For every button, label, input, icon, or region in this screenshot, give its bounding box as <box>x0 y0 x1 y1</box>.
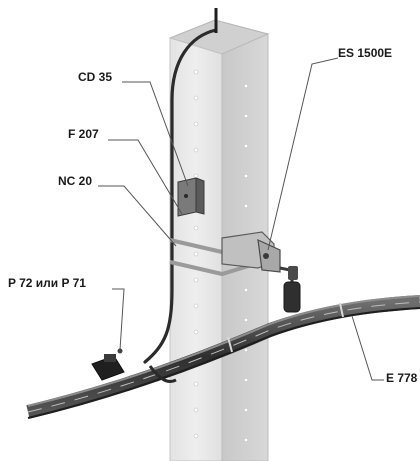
drop-cable <box>148 365 177 383</box>
label-es1500e: ES 1500E <box>338 46 393 60</box>
label-cd35: CD 35 <box>78 70 113 84</box>
leader-e778 <box>351 315 384 381</box>
leader-p72 <box>112 288 125 351</box>
junction-box-cd35 <box>177 177 205 217</box>
leader-es1500e <box>267 57 339 251</box>
label-e778: E 778 <box>386 371 418 385</box>
leader-p72-dot <box>117 348 123 354</box>
suspension-clamp <box>279 266 301 313</box>
label-p72: P 72 или P 71 <box>8 276 86 290</box>
bundled-cable <box>26 295 420 419</box>
bracket-es1500e <box>221 231 281 273</box>
label-nc20: NC 20 <box>58 174 93 188</box>
leader-f207 <box>108 139 183 215</box>
leader-nc20 <box>98 185 177 247</box>
leader-lines <box>98 57 384 381</box>
earthing-wire <box>143 28 218 364</box>
leader-cd35 <box>122 81 189 187</box>
label-f207: F 207 <box>68 127 99 141</box>
connector-p72 <box>91 354 125 381</box>
